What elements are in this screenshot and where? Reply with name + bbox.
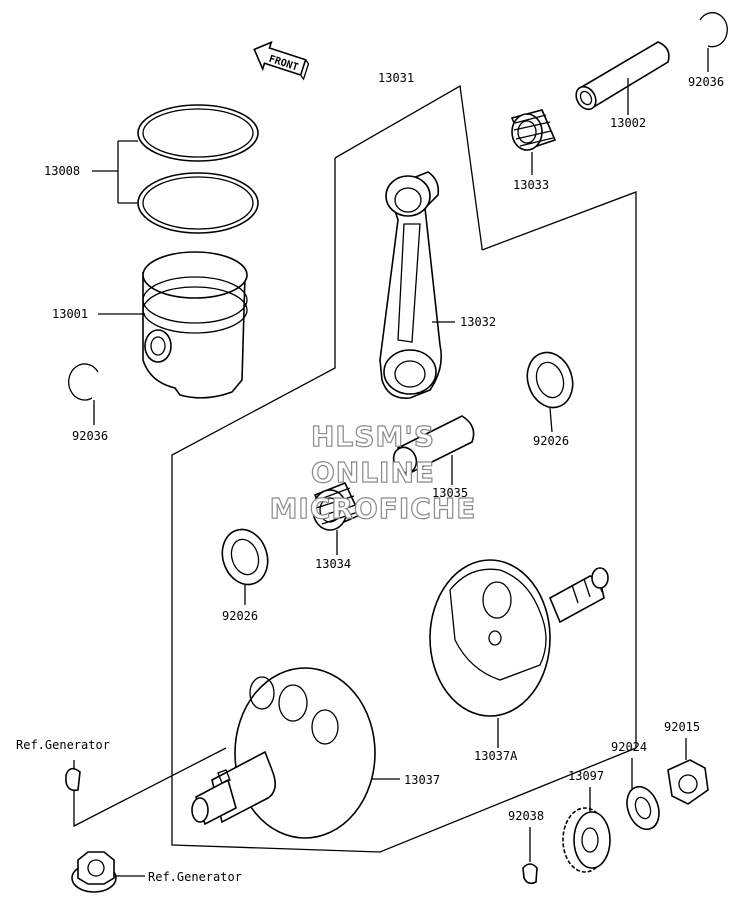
label-92026-left: 92026 — [222, 609, 258, 623]
big-end-bearing — [312, 481, 362, 531]
watermark-line-1: HLSM'S — [311, 420, 435, 453]
label-13097: 13097 — [568, 769, 604, 783]
circlip-left — [68, 363, 99, 401]
label-ref-generator-top: Ref.Generator — [16, 738, 110, 752]
label-13001: 13001 — [52, 307, 88, 321]
label-13032: 13032 — [460, 315, 496, 329]
circlip-top — [699, 12, 728, 48]
watermark-line-3: MICROFICHE — [270, 492, 477, 525]
label-92038: 92038 — [508, 809, 544, 823]
label-13008: 13008 — [44, 164, 80, 178]
label-13002: 13002 — [610, 116, 646, 130]
washer-92024 — [626, 785, 660, 831]
piston — [142, 251, 248, 399]
group-13031-outline — [334, 84, 483, 250]
label-92036-left: 92036 — [72, 429, 108, 443]
label-13033: 13033 — [513, 178, 549, 192]
label-92015: 92015 — [664, 720, 700, 734]
piston-pin — [575, 41, 670, 111]
connecting-rod — [379, 171, 443, 399]
crankshaft-gear — [562, 807, 611, 873]
label-92036-top: 92036 — [688, 75, 724, 89]
crank-pin — [392, 415, 475, 474]
label-13031: 13031 — [378, 71, 414, 85]
label-ref-generator-bottom: Ref.Generator — [148, 870, 242, 884]
woodruff-key-92038 — [522, 863, 538, 885]
leader-92026-right — [549, 407, 553, 433]
crankshaft-right-half — [429, 559, 609, 717]
label-13037A: 13037A — [474, 749, 518, 763]
leader-13008 — [92, 140, 138, 204]
front-arrow: FRONT — [253, 40, 310, 81]
label-92026-right: 92026 — [533, 434, 569, 448]
thrust-washer-right — [526, 351, 574, 409]
woodruff-key-left — [65, 767, 81, 792]
label-92024: 92024 — [611, 740, 647, 754]
watermark: HLSM'S ONLINE MICROFICHE — [269, 419, 477, 525]
label-13037: 13037 — [404, 773, 440, 787]
flange-nut — [71, 851, 117, 893]
label-13035: 13035 — [432, 486, 468, 500]
piston-ring-lower — [137, 172, 259, 234]
label-13034: 13034 — [315, 557, 351, 571]
crankshaft-left-half — [191, 667, 376, 839]
nut-92015 — [667, 759, 709, 805]
piston-ring-upper — [137, 104, 259, 162]
watermark-line-2: ONLINE — [311, 456, 435, 489]
small-end-bearing — [510, 109, 557, 151]
group-13031-outline-left — [171, 158, 637, 853]
thrust-washer-left — [221, 528, 269, 586]
